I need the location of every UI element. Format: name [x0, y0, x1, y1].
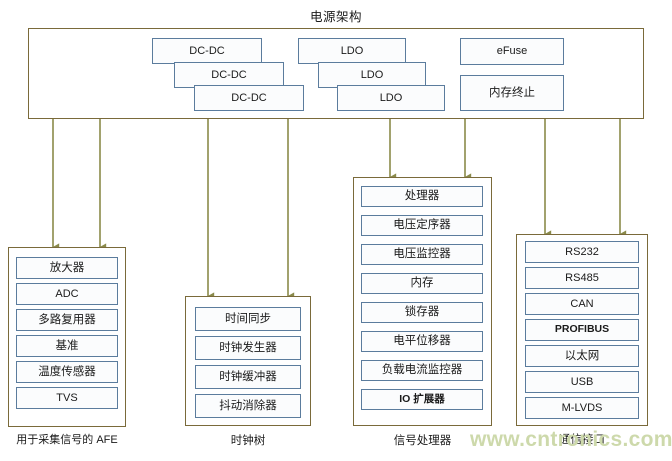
block-ldo-1[interactable]: LDO [298, 38, 406, 64]
group-label-afe: 用于采集信号的 AFE [16, 434, 118, 446]
block-dcdc-1[interactable]: DC-DC [152, 38, 262, 64]
block-dcdc-2[interactable]: DC-DC [174, 62, 284, 88]
block-sp-memory[interactable]: 内存 [361, 273, 483, 294]
block-afe-tvs[interactable]: TVS [16, 387, 118, 409]
page-title: 电源架构 [309, 10, 362, 24]
block-sp-level-shifter[interactable]: 电平位移器 [361, 331, 483, 352]
block-clock-buffer[interactable]: 时钟缓冲器 [195, 365, 301, 389]
block-clock-generator[interactable]: 时钟发生器 [195, 336, 301, 360]
block-comm-mlvds[interactable]: M-LVDS [525, 397, 639, 419]
block-comm-can[interactable]: CAN [525, 293, 639, 315]
block-sp-voltage-monitor[interactable]: 电压监控器 [361, 244, 483, 265]
block-afe-amplifier[interactable]: 放大器 [16, 257, 118, 279]
block-efuse[interactable]: eFuse [460, 38, 564, 65]
block-jitter-cleaner[interactable]: 抖动消除器 [195, 394, 301, 418]
block-sp-processor[interactable]: 处理器 [361, 186, 483, 207]
block-clock-time-sync[interactable]: 时间同步 [195, 307, 301, 331]
block-afe-adc[interactable]: ADC [16, 283, 118, 305]
group-label-comm-interface: 通信接口 [559, 434, 605, 446]
block-comm-rs485[interactable]: RS485 [525, 267, 639, 289]
block-comm-rs232[interactable]: RS232 [525, 241, 639, 263]
block-sp-voltage-sequencer[interactable]: 电压定序器 [361, 215, 483, 236]
group-label-clock-tree: 时钟树 [230, 435, 266, 447]
block-sp-load-current-monitor[interactable]: 负载电流监控器 [361, 360, 483, 381]
block-sp-latch[interactable]: 锁存器 [361, 302, 483, 323]
block-ldo-2[interactable]: LDO [318, 62, 426, 88]
block-comm-ethernet[interactable]: 以太网 [525, 345, 639, 367]
block-dcdc-3[interactable]: DC-DC [194, 85, 304, 111]
block-comm-profibus[interactable]: PROFIBUS [525, 319, 639, 341]
block-ldo-3[interactable]: LDO [337, 85, 445, 111]
block-comm-usb[interactable]: USB [525, 371, 639, 393]
block-afe-temperature-sensor[interactable]: 温度传感器 [16, 361, 118, 383]
block-sp-io-expander[interactable]: IO 扩展器 [361, 389, 483, 410]
watermark: www.cntronics.com [470, 428, 672, 451]
group-label-signal-processor: 信号处理器 [393, 435, 452, 447]
block-afe-multiplexer[interactable]: 多路复用器 [16, 309, 118, 331]
block-afe-reference[interactable]: 基准 [16, 335, 118, 357]
block-memory-termination[interactable]: 内存终止 [460, 75, 564, 111]
